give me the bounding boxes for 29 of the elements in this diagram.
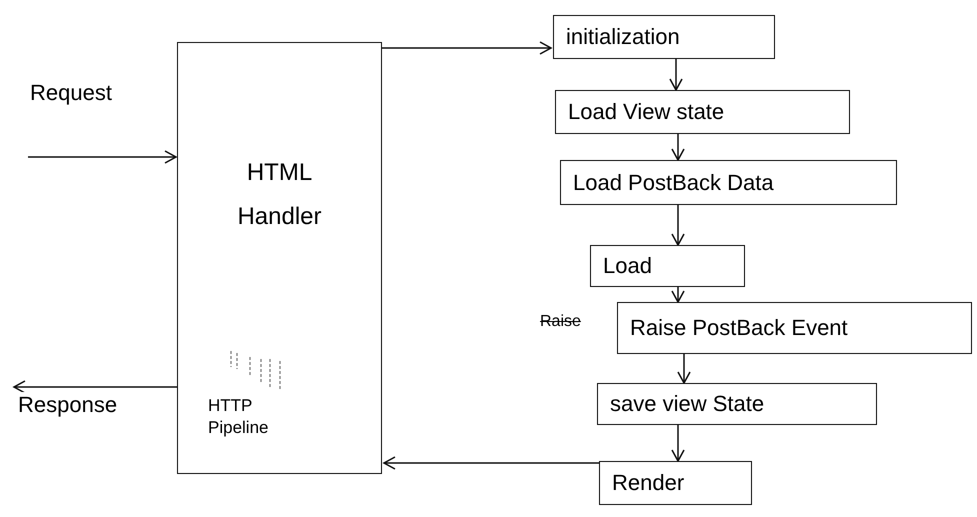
arrow xyxy=(669,59,683,91)
step-label: Load PostBack Data xyxy=(573,168,774,196)
step-label: Load xyxy=(603,252,652,280)
step-label: Raise PostBack Event xyxy=(630,314,848,342)
step-box xyxy=(555,90,850,134)
step-label: initialization xyxy=(566,23,680,51)
arrow xyxy=(677,354,691,384)
step-box xyxy=(617,302,972,354)
handler-label: HTML Handler xyxy=(236,158,323,232)
arrow xyxy=(671,287,685,303)
step-box xyxy=(590,245,745,287)
step-label: Load View state xyxy=(568,98,724,126)
struck-text: Raise xyxy=(540,312,581,332)
step-label: save view State xyxy=(610,390,764,418)
pipeline-label: HTTP Pipeline xyxy=(208,395,270,439)
step-box xyxy=(553,15,775,59)
arrow xyxy=(28,150,177,164)
arrow xyxy=(383,456,599,470)
step-box xyxy=(560,160,897,205)
arrow xyxy=(671,425,685,462)
step-label: Render xyxy=(612,469,684,497)
arrow xyxy=(382,41,552,55)
arrow xyxy=(13,380,177,394)
step-box xyxy=(599,461,752,505)
arrow xyxy=(671,134,685,161)
handler-box xyxy=(177,42,382,474)
edge-label: Response xyxy=(18,392,118,418)
arrow xyxy=(671,205,685,246)
step-box xyxy=(597,383,877,425)
